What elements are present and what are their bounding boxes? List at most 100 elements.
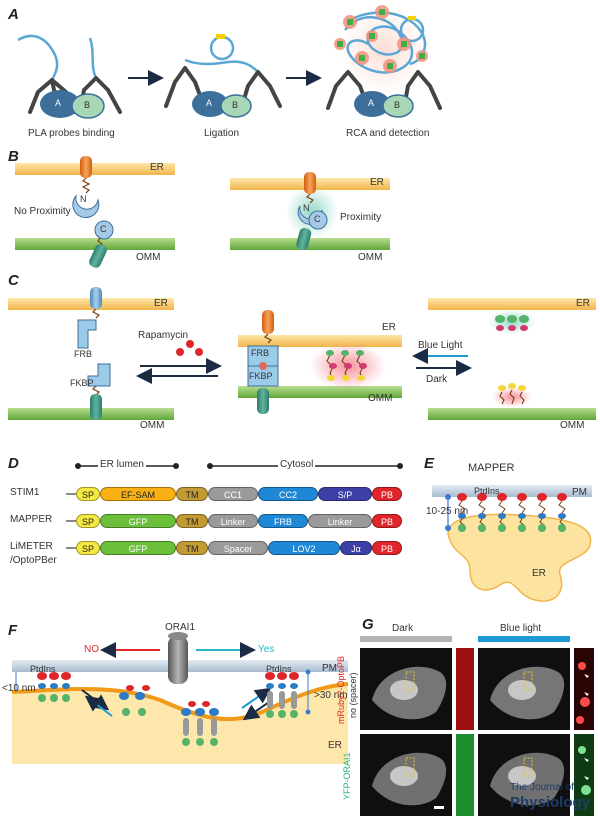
panel-label-c: C — [8, 272, 19, 289]
short-optopb-cluster — [37, 672, 71, 702]
er-membrane — [238, 335, 402, 347]
c-terminus-label: C — [100, 224, 107, 234]
domain-sp-rich: S/P — [318, 487, 372, 501]
domain-tm: TM — [176, 514, 208, 528]
distance-label: 10-25 nm — [426, 506, 469, 517]
dark-label: Dark — [392, 623, 414, 634]
probe-a-label: A — [55, 98, 62, 108]
omm-membrane — [428, 408, 596, 420]
step-rca-detection: RCA and detection — [346, 128, 430, 139]
lt10nm-label: <10 nm — [2, 683, 36, 694]
mapper-unit — [557, 493, 567, 532]
pm-membrane — [432, 485, 592, 497]
domain-tm: TM — [176, 541, 208, 555]
probe-b-label: B — [394, 100, 401, 110]
mapper-unit — [477, 493, 487, 532]
dark-condition-bar — [360, 636, 452, 642]
er-label: ER — [576, 298, 590, 309]
omm-label: OMM — [136, 252, 161, 263]
domain-spacer: Spacer — [208, 541, 268, 555]
c-terminus-label: C — [314, 214, 321, 224]
panel-label-e: E — [424, 455, 435, 472]
row-label-yfp-orai1: YFP-ORAI1 — [342, 752, 352, 800]
rca-product — [326, 5, 442, 118]
frb-label: FRB — [251, 348, 269, 358]
panel-b — [15, 156, 390, 268]
domain-pb: PB — [372, 514, 402, 528]
construct-name: LiMETER — [10, 541, 53, 552]
er-membrane — [428, 298, 596, 310]
panel-label-d: D — [8, 455, 19, 472]
panel-e — [432, 485, 592, 602]
domain-frb: FRB — [258, 514, 308, 528]
proximity-label: Proximity — [340, 212, 382, 223]
cytosol-label: Cytosol — [278, 459, 316, 470]
row-label-mruby2-optopb: mRuby2-OptoPB — [336, 655, 346, 724]
blue-light-label: Blue light — [500, 623, 542, 634]
panel-a — [17, 5, 442, 119]
er-label: ER — [150, 162, 164, 173]
scale-bar — [434, 806, 444, 809]
orai1-label: ORAI1 — [165, 622, 196, 633]
yes-label: Yes — [258, 644, 275, 655]
er-label: ER — [370, 177, 384, 188]
panel-d — [66, 463, 403, 549]
step-pla-binding: PLA probes binding — [28, 128, 115, 139]
unbound-optopb — [119, 685, 150, 716]
construct-name: STIM1 — [10, 487, 40, 498]
domain-j-alpha: Jα — [340, 541, 372, 555]
fkbp-label: FKBP — [249, 371, 273, 381]
domain-lov2: LOV2 — [268, 541, 340, 555]
panel-label-g: G — [362, 616, 374, 633]
mapper-unit — [457, 493, 467, 532]
omm-membrane — [238, 386, 402, 398]
blue-light-label: Blue Light — [418, 340, 463, 351]
er-label: ER — [532, 568, 546, 579]
domain-ef-sam: EF-SAM — [100, 487, 176, 501]
long-spacer-optopb-cluster — [265, 672, 299, 718]
journal-line2: Physiology — [510, 794, 591, 811]
panel-label-a: A — [8, 6, 19, 23]
pla-probe-pair-1 — [17, 34, 122, 119]
probe-b-label: B — [84, 100, 91, 110]
domain-pb: PB — [372, 487, 402, 501]
er-membrane — [15, 163, 175, 175]
frb-label: FRB — [74, 349, 92, 359]
mapper-unit — [517, 493, 527, 532]
domain-linker: Linker — [308, 514, 372, 528]
inset-light-orai1 — [574, 734, 594, 816]
omm-membrane — [15, 238, 175, 250]
gt30nm-label: >30 nm — [314, 690, 348, 701]
mapper-cluster — [326, 350, 367, 381]
mapper-unit — [537, 493, 547, 532]
omm-label: OMM — [140, 420, 165, 431]
mapper-array — [457, 493, 567, 532]
row-sublabel-spacer: no (spacer) — [348, 672, 358, 718]
ptdins-label: PtdIns — [474, 486, 500, 496]
pm-label: PM — [322, 663, 337, 674]
omm-label: OMM — [368, 393, 393, 404]
dark-label: Dark — [426, 374, 448, 385]
fkbp-label: FKBP — [70, 378, 94, 388]
journal-logo: The Journal of Physiology — [510, 782, 596, 812]
domain-tm: TM — [176, 487, 208, 501]
blue-light-condition-bar — [478, 636, 570, 642]
panel-c — [8, 287, 596, 420]
unbound-spacer-optopb — [181, 701, 219, 746]
domain-gfp: GFP — [100, 514, 176, 528]
er-lumen-label: ER lumen — [98, 459, 146, 470]
domain-sp: SP — [76, 541, 100, 555]
construct-name-line2: /OptoPBer — [10, 555, 57, 566]
ptdins-label: PtdIns — [266, 664, 292, 674]
no-label: NO — [84, 644, 99, 655]
domain-sp: SP — [76, 487, 100, 501]
n-terminus-label: N — [80, 194, 87, 204]
pla-probe-pair-2 — [164, 34, 282, 118]
mapper-title: MAPPER — [468, 462, 515, 474]
probe-a-label: A — [206, 98, 213, 108]
mapper-unit — [497, 493, 507, 532]
panel-f — [11, 632, 349, 764]
step-ligation: Ligation — [204, 128, 240, 139]
pm-label: PM — [572, 487, 587, 498]
